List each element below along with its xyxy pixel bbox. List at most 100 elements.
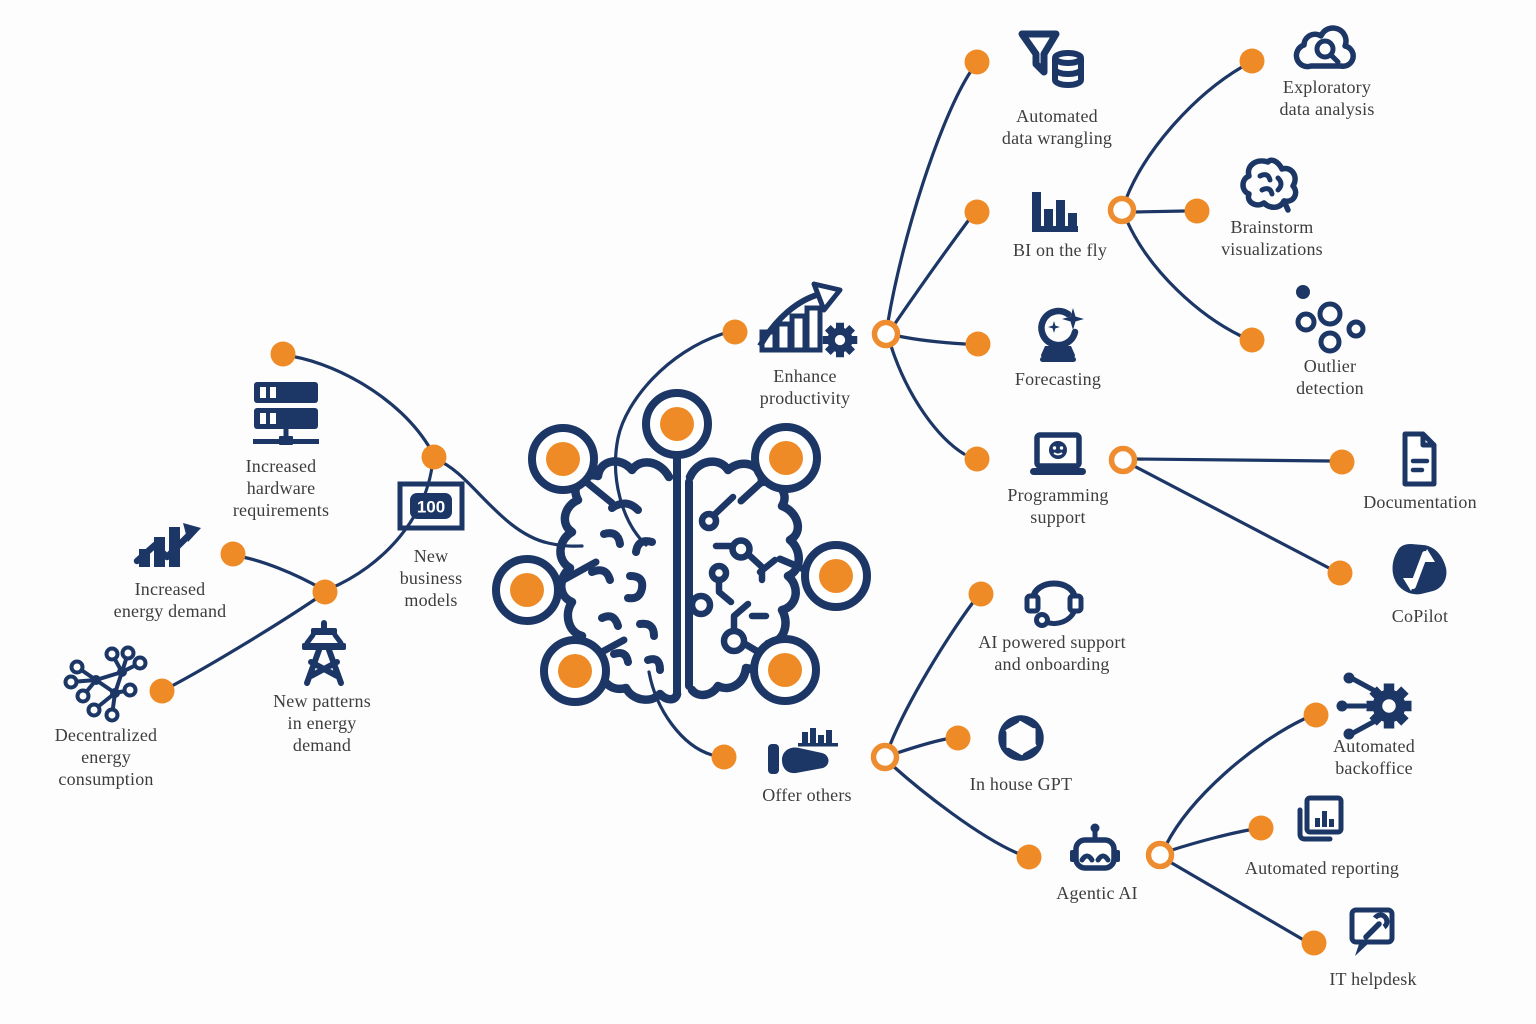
transmission-tower-icon: [302, 620, 346, 686]
brain-node-circle: [540, 636, 610, 706]
label-forecasting: Forecasting: [1014, 369, 1102, 389]
dot-automated-reporting: [1248, 815, 1274, 841]
openai-logo-icon: [998, 715, 1044, 761]
server-icon: [253, 382, 319, 445]
label-data-wrangling: Automated data wrangling: [1001, 106, 1113, 148]
label-copilot: CoPilot: [1391, 606, 1449, 626]
helpdesk-bubble-icon: [1349, 907, 1395, 956]
growth-arrow-gear-icon: [757, 281, 858, 358]
dot-brainstorm: [1184, 198, 1210, 224]
banknote-icon: 100: [397, 481, 465, 531]
edge-business-brain: [435, 458, 584, 548]
dot-automated-backoffice: [1303, 702, 1329, 728]
edge-productivity-programming: [889, 344, 966, 456]
dot-documentation: [1329, 449, 1355, 475]
hand-offering-chart-icon: [768, 728, 838, 774]
dot-increased-energy: [220, 541, 246, 567]
label-automated-backoffice: Automated backoffice: [1333, 736, 1415, 778]
robot-icon: [1070, 823, 1120, 871]
label-increased-energy: Increased energy demand: [113, 579, 227, 621]
dot-it-helpdesk: [1301, 930, 1327, 956]
svg-text:100: 100: [417, 498, 445, 517]
label-decentralized: Decentralized energy consumption: [54, 725, 158, 789]
dot-data-wrangling: [964, 49, 990, 75]
crystal-ball-icon: [1038, 307, 1084, 362]
label-enhance-productivity: Enhance productivity: [759, 366, 851, 408]
dot-in-house-gpt: [945, 725, 971, 751]
small-brain-icon: [1240, 157, 1299, 213]
label-bi-on-the-fly: BI on the fly: [1012, 240, 1108, 260]
edge-productivity-forecasting: [896, 334, 967, 346]
edge-programming-documentation: [1133, 457, 1332, 463]
dot-enhance-productivity: [722, 319, 748, 345]
edge-patterns-decentralized: [166, 594, 322, 690]
brain-node-circle: [528, 424, 598, 494]
dot-new-patterns: [312, 579, 338, 605]
funnel-database-icon: [1018, 30, 1084, 88]
dot-exploratory: [1239, 48, 1265, 74]
label-agentic-ai: Agentic AI: [1056, 883, 1138, 903]
ring-programming-support: [1108, 445, 1138, 475]
ring-enhance-productivity: [871, 319, 901, 349]
label-offer-others: Offer others: [762, 785, 852, 805]
edge-offer-aisupport: [888, 599, 976, 747]
edge-hardware-business: [281, 353, 433, 452]
edge-offer-agentic: [891, 764, 1019, 855]
dot-forecasting: [965, 331, 991, 357]
brain-node-circle: [492, 555, 562, 625]
brain-node-circle: [751, 423, 821, 493]
headset-icon: [1024, 580, 1084, 628]
copilot-logo-icon: [1392, 544, 1447, 595]
bar-chart-icon: [1032, 192, 1078, 232]
dot-outlier: [1239, 327, 1265, 353]
dot-programming-support: [964, 446, 990, 472]
network-nodes-icon: [63, 645, 148, 723]
cloud-search-icon: [1293, 25, 1356, 70]
connector-lines: [166, 65, 1332, 941]
dot-decentralized: [149, 678, 175, 704]
label-new-patterns: New patterns in energy demand: [273, 691, 371, 755]
topic-icons: 100: [63, 25, 1447, 956]
brain-node-circle: [642, 389, 712, 459]
edge-agentic-helpdesk: [1168, 860, 1304, 941]
edge-agentic-backoffice: [1164, 717, 1306, 847]
label-exploratory: Exploratory data analysis: [1279, 77, 1375, 119]
edge-productivity-bi: [892, 219, 970, 327]
edge-bi-exploratory: [1124, 65, 1244, 201]
edge-offer-gpt: [895, 737, 948, 755]
dot-bi-on-the-fly: [964, 199, 990, 225]
brain-node-circle: [801, 541, 871, 611]
label-outlier: Outlier detection: [1296, 356, 1364, 398]
dot-new-business-models: [421, 444, 447, 470]
dot-offer-others: [711, 744, 737, 770]
report-pages-icon: [1297, 795, 1344, 842]
dot-copilot: [1327, 560, 1353, 586]
edge-bi-brainstorm: [1132, 209, 1187, 214]
scatter-dots-icon: [1295, 285, 1366, 354]
label-in-house-gpt: In house GPT: [969, 774, 1073, 794]
document-icon: [1402, 431, 1437, 487]
label-ai-support: AI powered support and onboarding: [978, 632, 1126, 674]
edge-patterns-energy: [235, 554, 324, 591]
label-new-business-models: New business models: [399, 546, 463, 610]
branch-rings: [870, 195, 1175, 870]
brain-node-circles: [492, 389, 871, 706]
rising-chart-icon: [133, 523, 201, 567]
label-increased-hardware: Increased hardware requirements: [232, 456, 330, 520]
label-brainstorm: Brainstorm visualizations: [1221, 217, 1323, 259]
label-documentation: Documentation: [1363, 492, 1477, 512]
edge-brain-productivity: [613, 332, 724, 547]
node-dots: [149, 48, 1355, 956]
edge-productivity-wrangling: [886, 69, 973, 324]
dot-agentic-ai: [1016, 844, 1042, 870]
edge-bi-outlier: [1125, 219, 1243, 338]
ring-bi-on-the-fly: [1107, 195, 1137, 225]
edge-programming-copilot: [1132, 464, 1331, 570]
edge-business-patterns: [327, 457, 435, 591]
edge-brain-offer: [647, 670, 714, 757]
dot-ai-support: [968, 581, 994, 607]
label-automated-reporting: Automated reporting: [1244, 858, 1400, 878]
edge-agentic-reporting: [1170, 828, 1251, 852]
